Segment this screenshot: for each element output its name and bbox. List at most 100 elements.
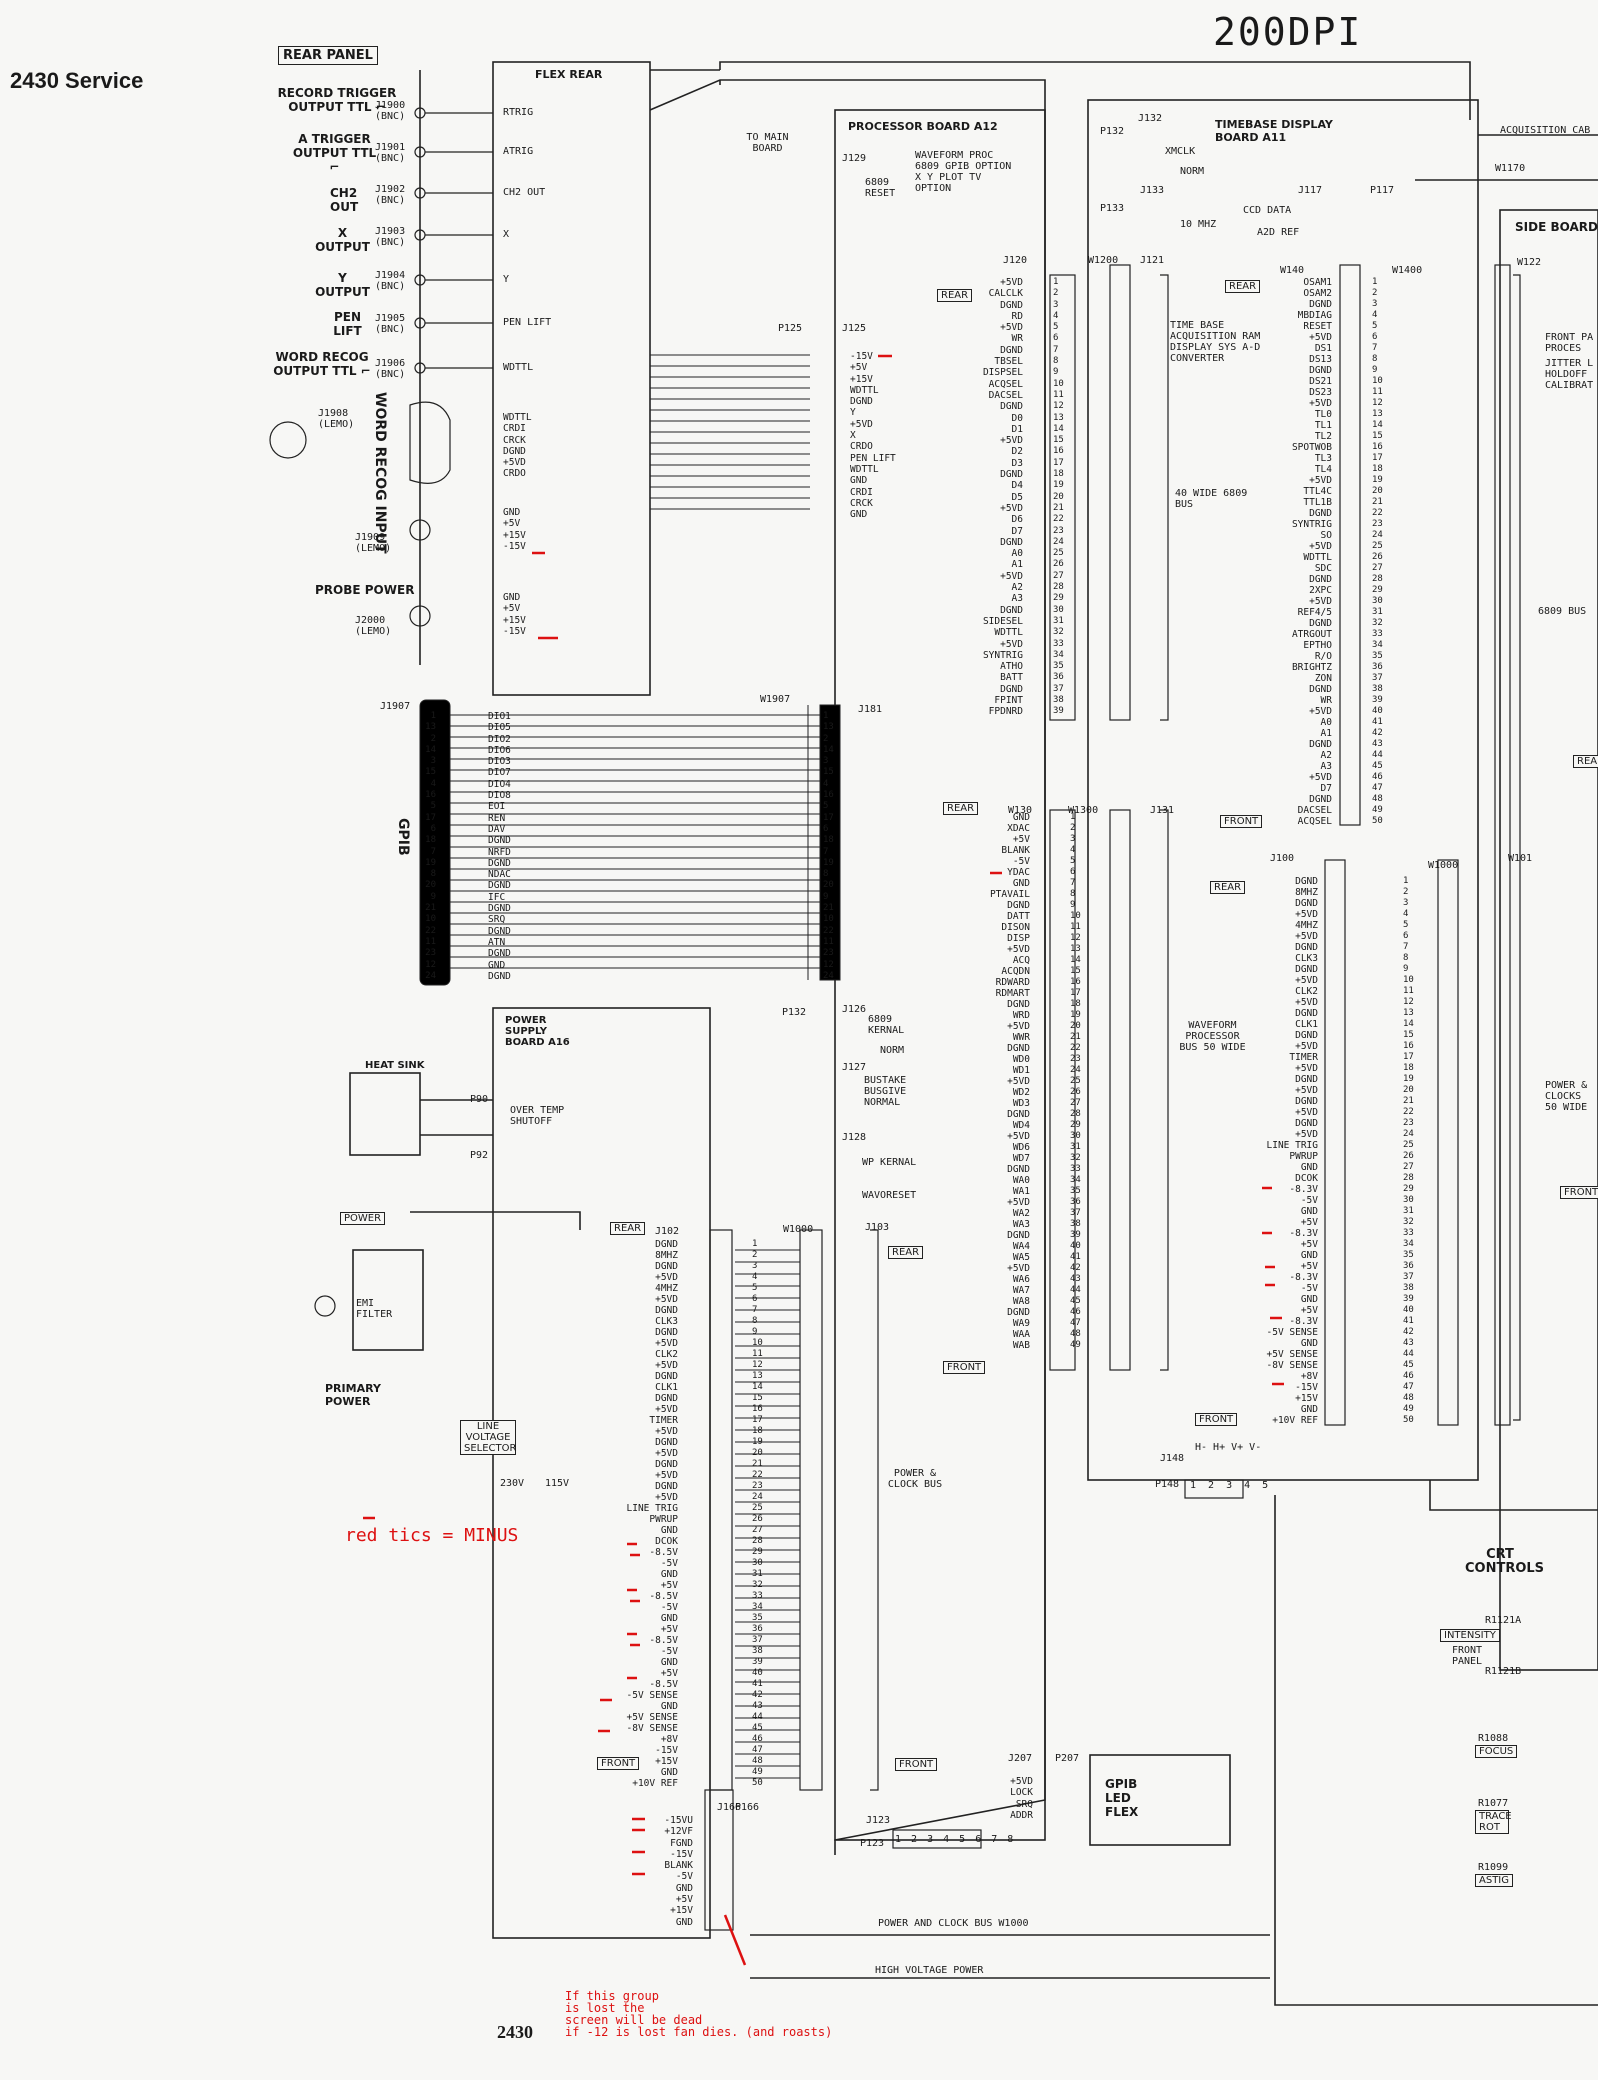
pin-number: 49: [1403, 1404, 1414, 1414]
j120-signal: +5VD: [1000, 638, 1023, 650]
gpib-signal: DIO8: [488, 790, 511, 802]
w140-signal: OSAM1: [1303, 277, 1332, 288]
r1088-label: R1088: [1478, 1733, 1509, 1744]
j102-signal: GND: [660, 1525, 678, 1536]
pin: CRDO: [503, 468, 526, 480]
pin-number: 26: [752, 1514, 763, 1524]
pin-number: 30: [1070, 1131, 1081, 1141]
pin-number: 13: [1372, 409, 1383, 419]
pin-number: 37: [1372, 673, 1383, 683]
pin-number: 16: [425, 790, 436, 801]
pin-number: 22: [1403, 1107, 1414, 1117]
gpib-signal: DGND: [488, 948, 511, 960]
j127-label: J127: [842, 1062, 867, 1073]
pin-number: 4: [1070, 845, 1076, 855]
pin-number: 17: [752, 1415, 763, 1425]
pin-number: 50: [1372, 816, 1383, 826]
pin-number: 12: [752, 1360, 763, 1370]
v115-label: 115V: [545, 1478, 570, 1489]
pin-number: 16: [1372, 442, 1383, 452]
pin-number: 21: [425, 903, 436, 914]
w130-signal: WAB: [1012, 1340, 1030, 1351]
w130-signal: YDAC: [1007, 867, 1030, 878]
pin-number: 16: [823, 790, 834, 801]
pin-number: 8: [430, 869, 436, 880]
j129-label: J129: [842, 153, 867, 164]
w140-signal: SDC: [1314, 563, 1332, 574]
pin-number: 40: [752, 1668, 763, 1678]
w130-signal: -5V: [1012, 856, 1030, 867]
j102-signal: GND: [660, 1767, 678, 1778]
gpib-signal: DIO1: [488, 711, 511, 722]
pin-number: 47: [752, 1745, 763, 1755]
w140-signal: DGND: [1309, 739, 1332, 750]
j100-signal: GND: [1300, 1294, 1318, 1305]
j120-signal: FPINT: [994, 694, 1023, 706]
pin-number: 8: [1403, 953, 1409, 963]
w140-signal: SPOTWOB: [1291, 442, 1332, 453]
page-number: 2430: [497, 2022, 533, 2042]
w1907-label: W1907: [760, 694, 791, 705]
pin-number: 32: [1070, 1153, 1081, 1163]
pin-number: 21: [1070, 1032, 1081, 1042]
pin-number: 29: [752, 1547, 763, 1557]
j120-signal: D2: [1011, 446, 1023, 458]
j102-signal: +5VD: [655, 1448, 678, 1459]
j102-signal: -5V: [660, 1558, 678, 1569]
j120-signal: D5: [1011, 491, 1023, 503]
x-signal: X: [503, 229, 510, 240]
pin-number: 28: [1403, 1173, 1414, 1183]
pin-number: 22: [1070, 1043, 1081, 1053]
pin-number: 3: [1403, 898, 1409, 908]
j100-signal: GND: [1300, 1250, 1318, 1261]
j120-signal: DGND: [1000, 401, 1023, 413]
w140-signal: 2XPC: [1309, 585, 1332, 596]
pin-number: 40: [1372, 706, 1383, 716]
j166-signal: +5V: [675, 1894, 693, 1906]
j120-signal: ACQSEL: [988, 378, 1023, 390]
j100-signal: +5VD: [1295, 1041, 1318, 1052]
pin-number: 22: [1053, 514, 1064, 525]
gpib-lines: [419, 699, 841, 986]
atrig-signal: ATRIG: [503, 146, 534, 157]
w130-signal: WD1: [1012, 1065, 1030, 1076]
pin-number: 46: [1070, 1307, 1081, 1317]
pin-number: 1: [1403, 876, 1409, 886]
j102-signal: LINE TRIG: [626, 1503, 678, 1514]
jitter-holdoff: JITTER L HOLDOFF CALIBRAT: [1545, 358, 1594, 391]
w140-signal: TTL1B: [1303, 497, 1332, 508]
r1121b-label: R1121B: [1485, 1666, 1522, 1677]
j120-signal: A3: [1011, 593, 1023, 605]
w140-signal: WDTTL: [1303, 552, 1332, 563]
w140-signal: TL4: [1314, 464, 1332, 475]
pin-number: 37: [1053, 683, 1064, 694]
pin-number: 9: [1070, 900, 1076, 910]
r1121a-label: R1121A: [1485, 1615, 1522, 1626]
pin-number: 14: [752, 1382, 763, 1392]
pin-number: 39: [752, 1657, 763, 1667]
j102-signal: +5VD: [655, 1404, 678, 1415]
j100-signal: +5VD: [1295, 1063, 1318, 1074]
j120-signal: ATHO: [1000, 661, 1023, 673]
j166-signal: -15VU: [664, 1815, 693, 1826]
pin-number: 38: [752, 1646, 763, 1656]
w1400-label: W1400: [1392, 265, 1423, 276]
timebase-desc: TIME BASE ACQUISITION RAM DISPLAY SYS A-…: [1170, 320, 1261, 364]
j207-signal: LOCK: [1010, 1787, 1033, 1799]
wavoreset-label: WAVORESET: [862, 1190, 917, 1201]
pen-lift-signal: PEN LIFT: [503, 317, 552, 328]
timebase-norm: NORM: [1180, 166, 1205, 177]
pin-number: 29: [1403, 1184, 1414, 1194]
j120-signal: A2: [1011, 582, 1023, 594]
w130-signal: RDWARD: [995, 977, 1030, 988]
pin-number: 12: [1070, 933, 1081, 943]
j127-text: BUSTAKE BUSGIVE NORMAL: [864, 1075, 907, 1108]
pin-number: 46: [752, 1734, 763, 1744]
pin-number: 19: [1070, 1010, 1081, 1020]
pin-number: 35: [1403, 1250, 1414, 1260]
j125-signal: DGND: [850, 396, 873, 408]
pin-number: 25: [1053, 548, 1064, 559]
